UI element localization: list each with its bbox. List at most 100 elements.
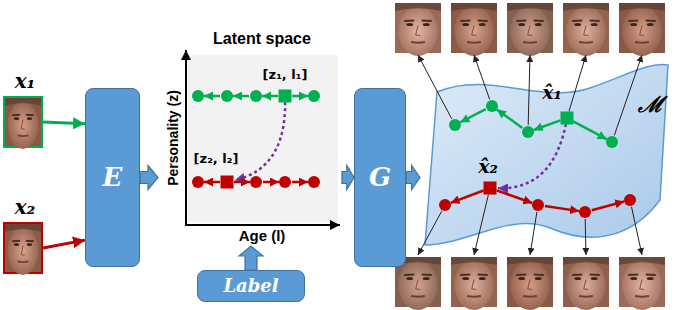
mouth xyxy=(18,135,29,138)
eye xyxy=(630,23,637,26)
mouth xyxy=(411,295,425,298)
latent-point xyxy=(606,136,618,148)
input-arrow xyxy=(43,122,85,124)
leader-arrow xyxy=(530,212,537,255)
face-skin xyxy=(398,260,438,310)
latent-code-square xyxy=(561,112,574,125)
y-axis xyxy=(185,50,187,226)
latent-point xyxy=(439,199,451,211)
eye xyxy=(591,277,598,280)
latent-point xyxy=(486,100,498,112)
mouth xyxy=(579,295,593,298)
eyebrows xyxy=(572,274,600,277)
latent-code-square xyxy=(221,176,234,189)
nose xyxy=(416,26,421,36)
face-skin xyxy=(8,227,39,275)
latent-point xyxy=(192,90,204,102)
latent-space-plot: Latent spacePersonality (z)Age (l)[z₁, l… xyxy=(158,28,342,246)
face-image xyxy=(395,3,441,56)
latent-plot-drawing xyxy=(185,50,340,226)
input-arrow xyxy=(43,240,85,248)
chain-arrow xyxy=(573,121,607,139)
latent-point xyxy=(579,206,591,218)
chain-arrow xyxy=(262,95,278,98)
mouth xyxy=(18,261,29,264)
box-label: G xyxy=(369,163,391,193)
eye xyxy=(518,277,525,280)
nose xyxy=(640,26,645,36)
latent-point xyxy=(250,176,262,188)
mouth xyxy=(523,295,537,298)
chain-arrow xyxy=(451,190,484,202)
text-holder: [z₂, l₂] xyxy=(194,152,239,167)
eyebrows xyxy=(516,20,544,23)
plot-background xyxy=(188,55,338,222)
input-symbol: x₁ xyxy=(15,70,36,93)
nose xyxy=(21,246,25,256)
manifold-drawing xyxy=(418,55,668,255)
chain-arrow xyxy=(460,109,485,122)
face-image xyxy=(5,98,41,149)
eyebrows xyxy=(516,274,544,277)
hair xyxy=(451,3,497,11)
chain-arrow xyxy=(292,181,308,184)
leader-arrow xyxy=(631,207,642,255)
eye xyxy=(630,277,637,280)
latent-point xyxy=(250,90,262,102)
eye xyxy=(27,117,32,120)
face-skin xyxy=(622,260,662,310)
hair xyxy=(507,3,553,11)
latent-point xyxy=(308,90,320,102)
point-label: x̂₁ xyxy=(542,82,562,104)
latent-plot-svg xyxy=(158,28,342,246)
latent-code-square xyxy=(484,182,497,195)
mouth xyxy=(635,41,649,44)
face-image xyxy=(619,257,665,310)
text-holder: Label xyxy=(198,271,304,301)
text-holder: Personality (z) xyxy=(165,90,181,186)
chain-arrow xyxy=(497,110,522,128)
eye xyxy=(535,277,542,280)
text-holder: Latent space xyxy=(213,30,311,48)
leader-arrow xyxy=(474,55,490,99)
mouth xyxy=(411,41,425,44)
eye xyxy=(591,23,598,26)
eyebrows xyxy=(12,240,34,242)
manifold-sheet: ℳx̂₁x̂₂ xyxy=(420,60,670,250)
eyebrows xyxy=(628,274,656,277)
face-skin xyxy=(398,6,438,56)
nose xyxy=(416,280,421,290)
flow-arrow xyxy=(140,166,158,190)
chain-arrow xyxy=(292,95,308,98)
flow-arrow xyxy=(239,246,263,270)
latent-point xyxy=(308,176,320,188)
eyebrows xyxy=(460,20,488,23)
latent-point xyxy=(624,194,636,206)
text-holder: x₁ xyxy=(15,70,36,93)
leader-arrow xyxy=(418,211,442,255)
eye xyxy=(574,277,581,280)
latent-code-square xyxy=(279,90,292,103)
manifold-symbol: ℳ xyxy=(638,92,663,117)
eye xyxy=(518,23,525,26)
input-face-box: x₂ xyxy=(3,222,43,274)
eye xyxy=(406,23,413,26)
mouth xyxy=(635,295,649,298)
nose xyxy=(640,280,645,290)
eye xyxy=(479,23,486,26)
text-holder: x₂ xyxy=(15,196,36,219)
eye xyxy=(423,277,430,280)
eye xyxy=(14,117,19,120)
face-skin xyxy=(454,260,494,310)
chain-arrow xyxy=(263,181,279,184)
face-image xyxy=(451,257,497,310)
eye xyxy=(406,277,413,280)
input-face-box: x₁ xyxy=(3,96,43,148)
eyebrows xyxy=(404,274,432,277)
leader-arrow xyxy=(585,219,587,255)
face-image xyxy=(563,3,609,56)
nose xyxy=(584,280,589,290)
axis-label: Age (l) xyxy=(239,227,286,244)
eye xyxy=(423,23,430,26)
